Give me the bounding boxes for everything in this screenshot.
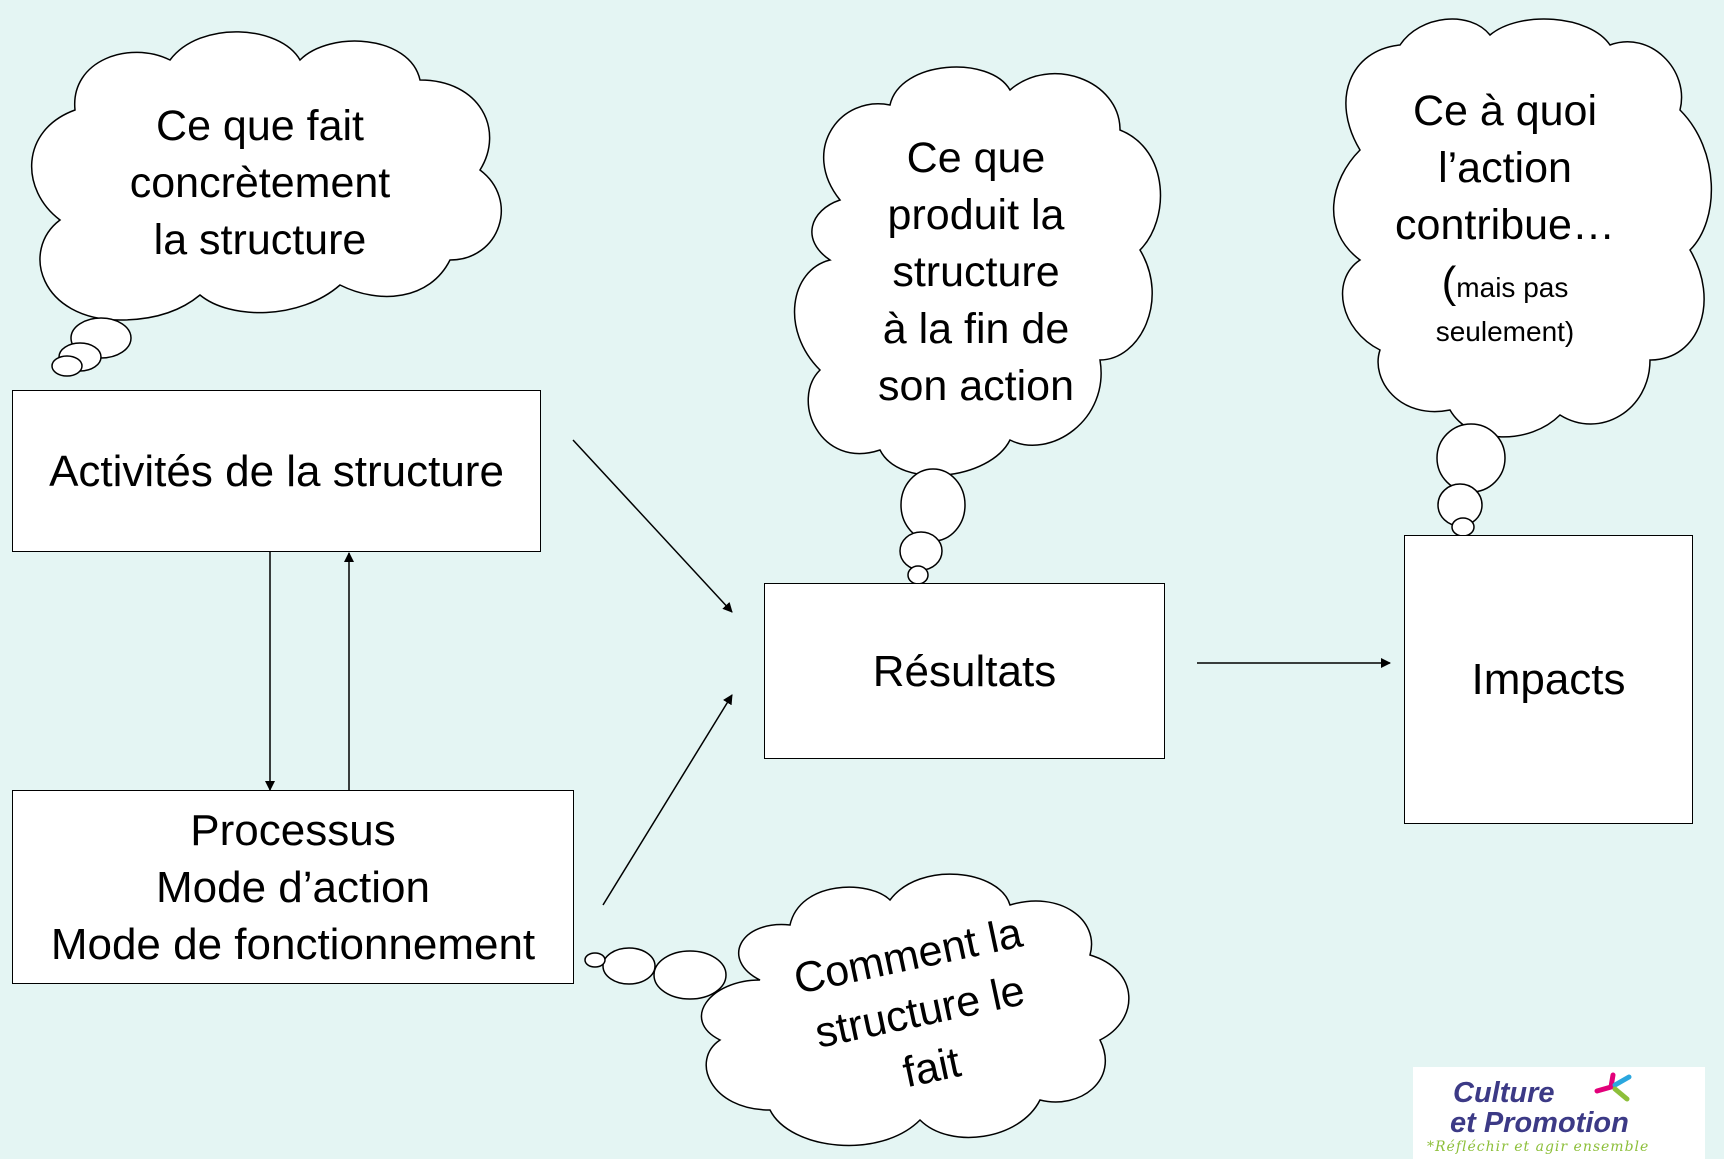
cloud-contribue-text: Ce à quoi l’action contribue… (mais pas … (1360, 82, 1650, 352)
logo-star-icon (1594, 1072, 1632, 1102)
logo-line-1: Culture (1453, 1077, 1555, 1109)
cloud-contribue-small-2: seulement) (1435, 315, 1575, 347)
box-resultats-label: Résultats (872, 646, 1057, 696)
box-processus-line-1: Processus (190, 805, 396, 855)
box-processus-line-3: Mode de fonctionnement (50, 919, 536, 969)
cloud-produit-line-1: Ce que (906, 134, 1046, 182)
cloud-ce-que-fait (30, 31, 502, 377)
box-impacts: Impacts (1404, 535, 1693, 824)
arrow-processus-to-resultats (602, 694, 733, 906)
cloud-produit-line-3: structure (892, 248, 1060, 296)
cloud-contribue-paren: ( (1441, 257, 1457, 307)
cloud-contribue-small-1: mais pas (1456, 271, 1569, 303)
cloud-contribue-line-3: contribue… (1395, 200, 1615, 249)
cloud-contribue-line-4: (mais pas (1442, 254, 1569, 312)
cloud-contribue-line-1: Ce à quoi (1412, 86, 1598, 135)
cloud-fait-line-3: la structure (153, 216, 367, 264)
cloud-comment (584, 873, 1130, 1147)
box-activites: Activités de la structure (12, 390, 541, 552)
arrow-activites-to-resultats (572, 439, 733, 613)
box-resultats: Résultats (764, 583, 1165, 759)
box-impacts-label: Impacts (1471, 655, 1626, 704)
cloud-comment-line-3: fait (898, 1038, 965, 1098)
box-activites-label: Activités de la structure (49, 446, 504, 496)
logo-tagline: *Réfléchir et agir ensemble (1427, 1139, 1650, 1155)
cloud-produit-line-5: son action (877, 362, 1075, 410)
cloud-fait-text: Ce que fait concrètement la structure (60, 98, 460, 269)
cloud-produit-line-4: à la fin de (882, 305, 1070, 353)
cloud-contribue-line-2: l’action (1438, 143, 1572, 192)
cloud-produit-text: Ce que produit la structure à la fin de … (826, 130, 1126, 415)
cloud-ce-a-quoi (1333, 18, 1713, 537)
box-processus: Processus Mode d’action Mode de fonction… (12, 790, 574, 984)
connectors (265, 439, 1391, 906)
cloud-fait-line-2: concrètement (129, 159, 391, 207)
culture-et-promotion-logo: Culture et Promotion *Réfléchir et agir … (1413, 1067, 1705, 1159)
logo-line-2: et Promotion (1450, 1107, 1629, 1139)
cloud-fait-line-1: Ce que fait (156, 102, 364, 150)
cloud-produit-line-2: produit la (887, 191, 1065, 239)
box-processus-line-2: Mode d’action (156, 862, 430, 912)
cloud-ce-que-produit (793, 66, 1162, 585)
